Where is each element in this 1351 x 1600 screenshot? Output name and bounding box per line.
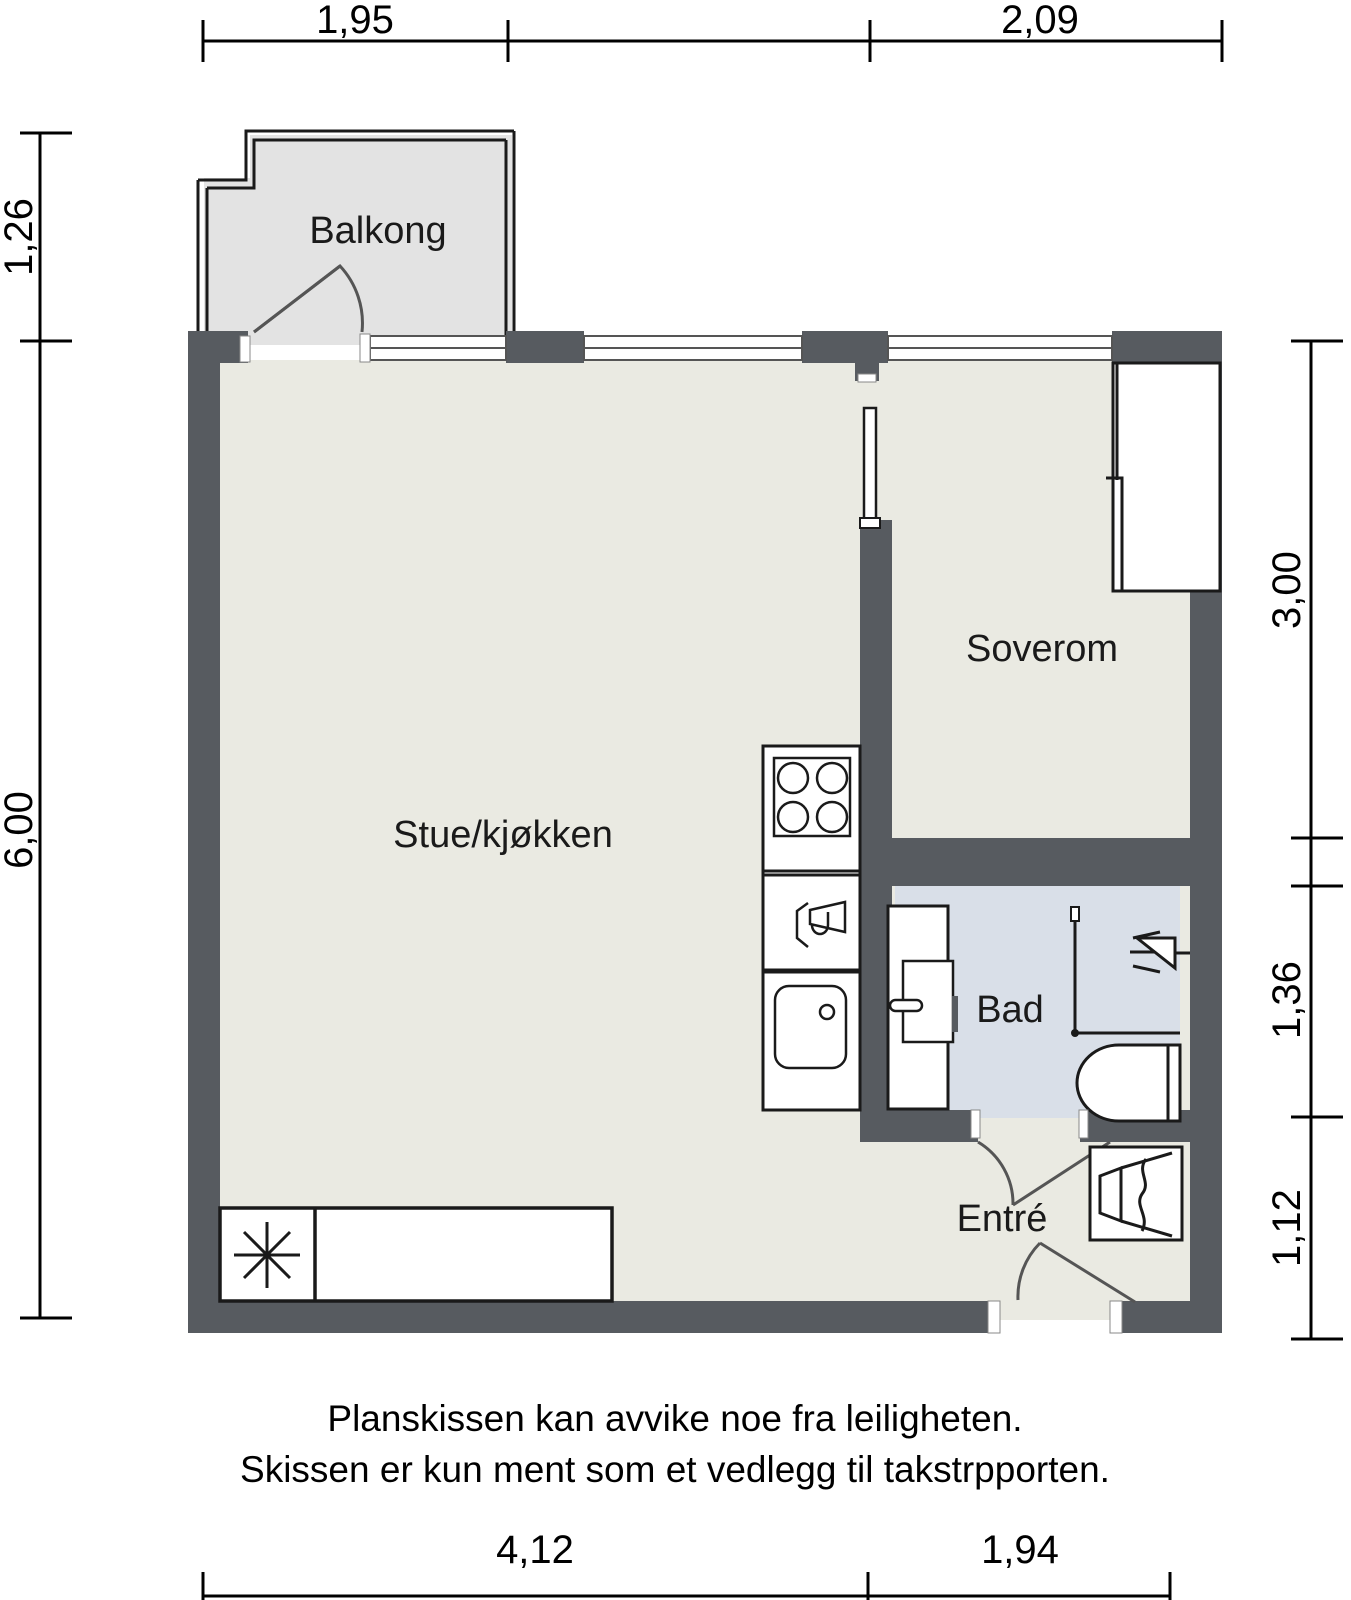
- closet-rail-bottom: [1120, 1219, 1173, 1238]
- top-dimension-1: 1,95: [316, 0, 394, 42]
- left-dimension-2: 6,00: [0, 791, 41, 869]
- room-entre: [977, 1140, 1184, 1334]
- room-bad: [886, 904, 1190, 1139]
- walls-group: [188, 331, 1222, 1333]
- toilet-bowl: [1075, 1043, 1182, 1123]
- right-dimension-1: 3,00: [1265, 551, 1309, 629]
- entrance-jamb-right: [1109, 1300, 1123, 1334]
- room-balkong: [196, 129, 516, 345]
- balkong-door-swing: [253, 263, 364, 334]
- balkong-railing-outer: [198, 129, 514, 182]
- washing-machine-icon: [886, 904, 958, 1111]
- wall-left: [188, 331, 220, 1333]
- bad-door-jamb-right: [1078, 1109, 1089, 1139]
- room-label-entre: Entré: [957, 1198, 1048, 1240]
- plan-note-line-1: Planskissen kan avvike noe fra leilighet…: [327, 1398, 1022, 1439]
- left-dimension-1: 1,26: [0, 198, 41, 276]
- entrance-door-leaf: [1039, 1241, 1136, 1304]
- wardrobe-icon: [1106, 361, 1222, 593]
- top-dimension-2: 2,09: [1001, 0, 1079, 42]
- extractor-bracket: [795, 901, 809, 948]
- bottom-dimension-group: [201, 1572, 1172, 1600]
- wall-top-pier-1: [506, 331, 584, 363]
- top-dimension-group: [201, 20, 1224, 62]
- balkong-railing-inner: [207, 138, 506, 190]
- fan-star-icon: [234, 1222, 300, 1288]
- soverom-door-leaf: [862, 406, 878, 522]
- shower-enclosure: [1070, 906, 1180, 1037]
- wall-nub-gap: [857, 373, 877, 383]
- toilet-icon: [1075, 1043, 1182, 1123]
- extractor-hood-icon: [761, 873, 862, 972]
- bad-door-jamb-left: [970, 1109, 981, 1139]
- right-dimension-group: [1291, 339, 1343, 1341]
- stove-burner-3: [776, 800, 810, 834]
- stove-icon: [761, 744, 862, 873]
- closet-clothes: [1138, 1158, 1148, 1232]
- room-label-soverom: Soverom: [966, 628, 1118, 670]
- balkong-floor: [204, 135, 512, 345]
- left-dimension-group: [20, 131, 72, 1320]
- room-label-balkong: Balkong: [309, 210, 446, 252]
- wall-bottom-left: [188, 1301, 998, 1333]
- room-soverom: [859, 361, 1222, 593]
- windows-group: [239, 333, 1113, 363]
- soverom-sliding-door: [859, 406, 881, 529]
- kitchen-group: [761, 744, 862, 1112]
- room-label-stue-kjokken: Stue/kjøkken: [393, 814, 613, 856]
- sink-drain: [818, 1003, 836, 1021]
- living-furniture-group: [218, 1206, 614, 1303]
- entrance-jamb-left: [987, 1300, 1001, 1334]
- bad-door-swing-arc: [977, 1140, 1015, 1206]
- stove-burner-4: [815, 800, 849, 834]
- sink-basin: [773, 984, 848, 1070]
- bottom-dimension-1: 4,12: [496, 1528, 574, 1572]
- stove-burner-1: [776, 761, 810, 795]
- shower-screen-top-post: [1070, 906, 1080, 922]
- entrance-door-swing-arc: [1016, 1241, 1042, 1301]
- washing-machine-handle: [888, 998, 924, 1013]
- shower-spray-1: [1132, 930, 1161, 940]
- balcony-door-jamb-left: [239, 335, 251, 363]
- right-dimension-2: 1,36: [1265, 961, 1309, 1039]
- window-living-1: [369, 335, 507, 361]
- stove-burner-2: [815, 761, 849, 795]
- window-bedroom: [887, 335, 1113, 361]
- wardrobe-body: [1111, 361, 1222, 593]
- shower-head-icon: [1130, 930, 1190, 974]
- extractor-knob: [810, 912, 830, 936]
- wall-bedroom-bath: [860, 838, 1190, 886]
- wall-bath-entre-left: [860, 1110, 978, 1142]
- washing-machine-side-nub: [952, 996, 958, 1032]
- soverom-door-track: [859, 517, 881, 529]
- balcony-door-jamb-right: [359, 333, 371, 363]
- plan-note-line-2: Skissen er kun ment som et vedlegg til t…: [240, 1449, 1110, 1490]
- window-living-2: [583, 335, 803, 361]
- balkong-door-leaf: [253, 264, 341, 334]
- shower-screen-pivot: [1071, 1029, 1079, 1037]
- closet-icon: [1088, 1145, 1184, 1242]
- wall-top-pier-2: [802, 331, 888, 363]
- kitchen-sink-icon: [761, 970, 862, 1112]
- wall-nub-group: [855, 363, 879, 383]
- wardrobe-door-2: [1106, 476, 1124, 591]
- shower-spray-3: [1132, 964, 1161, 974]
- room-label-bad: Bad: [976, 989, 1044, 1031]
- right-dimension-3: 1,12: [1265, 1189, 1309, 1267]
- star-ray-d2: [242, 1230, 292, 1280]
- bottom-dimension-2: 1,94: [981, 1528, 1059, 1572]
